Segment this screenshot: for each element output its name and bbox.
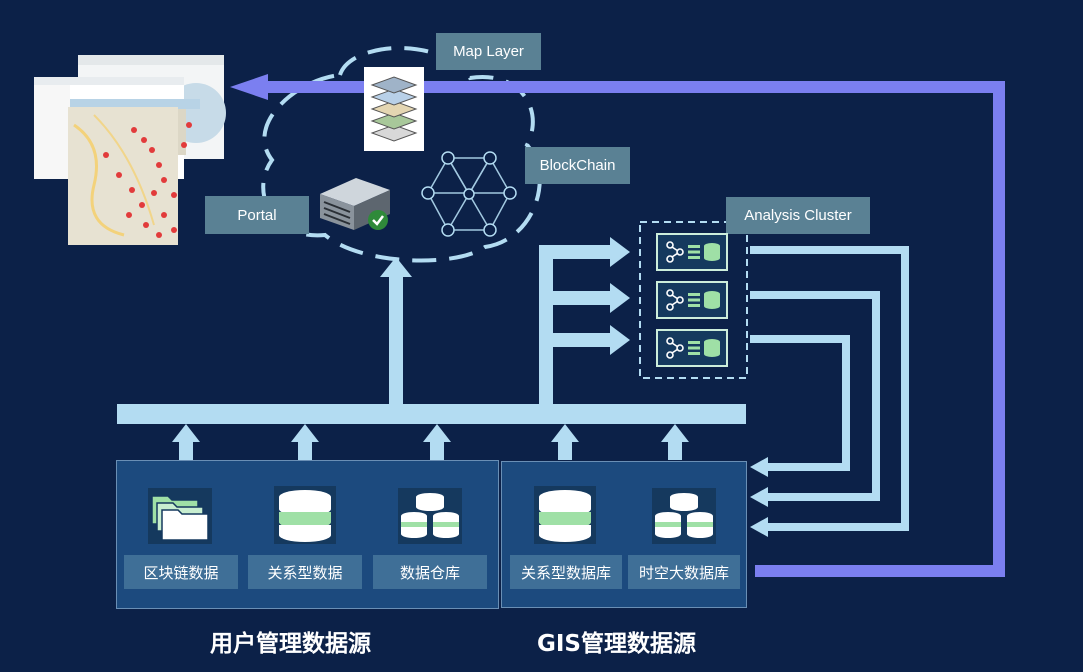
- multi-database-icon: [652, 488, 716, 544]
- source-label-relational-data: 关系型数据: [248, 555, 362, 589]
- feedback-arrow: [262, 81, 1005, 577]
- gis-sources-title: GIS管理数据源: [537, 631, 697, 657]
- folder-stack-icon: [148, 488, 212, 544]
- data-bus: [117, 404, 746, 424]
- source-label-data-warehouse: 数据仓库: [373, 555, 487, 589]
- user-sources-title: 用户管理数据源: [210, 631, 371, 657]
- map-screenshot-icon: [34, 55, 226, 245]
- cluster-node-icon: [656, 233, 728, 271]
- cluster-return-arrowheads: [750, 457, 768, 537]
- cluster-node-icon: [656, 329, 728, 367]
- source-label-spatiotemporal-db: 时空大数据库: [628, 555, 740, 589]
- cluster-return-arrows: [750, 246, 909, 531]
- analysis-cluster-label: Analysis Cluster: [726, 197, 870, 234]
- source-label-blockchain-data: 区块链数据: [124, 555, 238, 589]
- map-layer-label: Map Layer: [436, 33, 541, 70]
- bus-to-cluster-arrows: [539, 237, 630, 404]
- feedback-arrowhead: [230, 74, 268, 100]
- server-icon: [320, 178, 390, 230]
- blockchain-label: BlockChain: [525, 147, 630, 184]
- cloud-outline: [261, 46, 542, 263]
- network-graph-icon: [421, 151, 517, 237]
- portal-label: Portal: [205, 196, 309, 234]
- cluster-node-icon: [656, 281, 728, 319]
- bus-to-cloud-arrow: [380, 257, 412, 404]
- multi-database-icon: [398, 488, 462, 544]
- source-label-relational-db: 关系型数据库: [510, 555, 622, 589]
- database-icon: [534, 486, 596, 544]
- analysis-cluster-box: [639, 221, 748, 379]
- source-arrows: [172, 424, 689, 460]
- map-layers-icon: [364, 67, 424, 151]
- database-icon: [274, 486, 336, 544]
